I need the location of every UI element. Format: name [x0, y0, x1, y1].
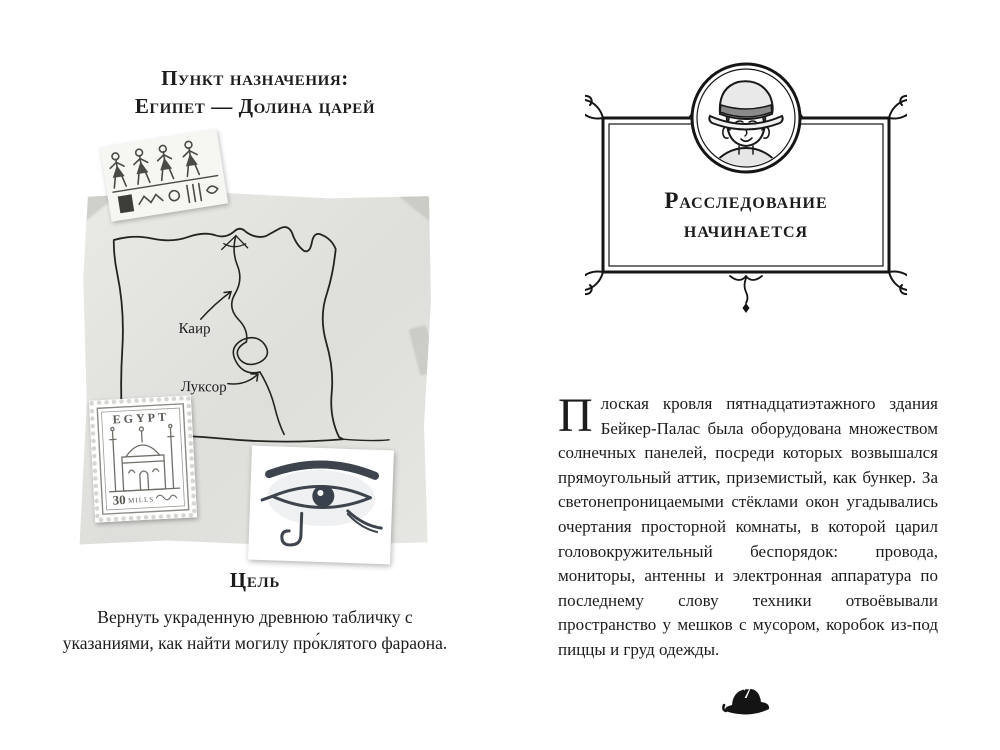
map-label-cairo: Каир	[178, 321, 210, 337]
destination-title-line2: Египет — Долина царей	[134, 94, 376, 118]
chapter-title-line2: начинается	[683, 217, 809, 242]
drop-cap: П	[558, 389, 593, 442]
hieroglyph-strip-illustration	[99, 129, 229, 222]
stamp-unit-label: MILLS	[128, 495, 154, 504]
bottom-flourish	[729, 274, 763, 313]
ornate-frame	[585, 62, 907, 313]
stamp-drawing: EGYPT 30 MILLS	[88, 395, 198, 523]
page-number: 7	[743, 685, 751, 702]
stamp-country-label: EGYPT	[112, 410, 169, 427]
goal-text: Вернуть украденную древнюю табличку с ук…	[62, 607, 448, 653]
page-number-marker: 7	[722, 680, 774, 720]
paragraph-text: лоская кровля пятнадцатиэтажного здания …	[558, 394, 938, 659]
eye-of-horus-illustration	[248, 445, 394, 565]
map-label-luxor: Луксор	[181, 379, 227, 396]
goal-heading: Цель	[229, 568, 281, 592]
destination-title: Пункт назначения: Египет — Долина царей	[40, 64, 470, 120]
chapter-title: Расследование начинается	[603, 186, 889, 244]
eye-of-horus-drawing	[260, 460, 383, 547]
chapter-header-frame	[585, 55, 907, 315]
destination-title-line1: Пункт назначения:	[161, 66, 349, 90]
hieroglyph-figures-icon	[109, 140, 219, 214]
stamp-denomination: 30	[112, 492, 126, 508]
chapter-title-line1: Расследование	[664, 188, 828, 213]
stamp-arabic-script	[155, 494, 178, 501]
postage-stamp-illustration: EGYPT 30 MILLS	[88, 395, 198, 523]
boy-portrait-illustration	[690, 62, 802, 174]
detective-hat-icon	[722, 688, 770, 715]
